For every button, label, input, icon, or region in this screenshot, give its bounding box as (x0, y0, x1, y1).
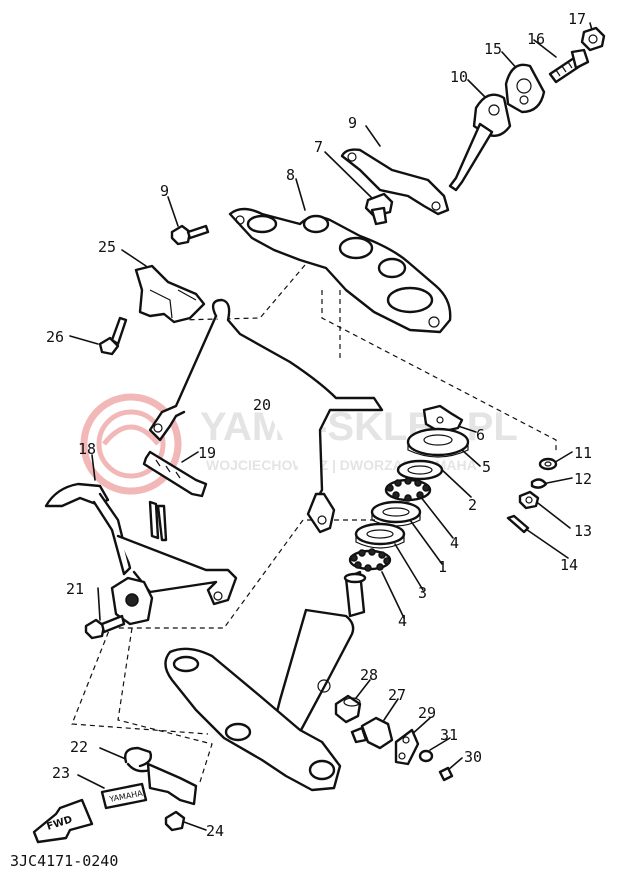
part-nut-14 (518, 490, 540, 510)
callout-15: 14 (560, 556, 578, 574)
part-badge-24: YAMAHA (100, 762, 198, 810)
callout-2: 2 (468, 496, 477, 514)
part-cap-29 (334, 694, 362, 724)
part-bolt-22 (84, 614, 126, 640)
callout-26: 25 (98, 238, 116, 256)
callout-10: 9 (348, 114, 357, 132)
part-clip-23 (124, 746, 153, 773)
callout-27: 26 (46, 328, 64, 346)
part-screw-31 (438, 766, 454, 782)
callout-17: 16 (527, 30, 545, 48)
watermark-logo (80, 393, 182, 495)
fwd-arrow: FWD (32, 798, 94, 844)
part-washer-32 (418, 749, 434, 763)
part-upper-bracket-8 (228, 207, 452, 334)
callout-11: 10 (450, 68, 468, 86)
part-bearing-4-upper (384, 477, 432, 502)
part-rod-21 (148, 298, 384, 534)
part-switch-28 (350, 716, 394, 750)
diagram-code: 3JC4171-0240 (10, 852, 118, 870)
callout-28: 27 (388, 686, 406, 704)
part-bolt-15 (506, 514, 530, 534)
part-bolt-27 (98, 316, 128, 356)
callout-20: 19 (198, 444, 216, 462)
part-clamp-cap-16 (504, 63, 546, 114)
callout-25: 24 (206, 822, 224, 840)
part-race-3 (354, 522, 406, 549)
part-bolt-17 (548, 48, 590, 84)
callout-13: 12 (574, 470, 592, 488)
callout-21: 20 (253, 396, 271, 414)
part-washer-5 (406, 427, 470, 458)
callout-19: 18 (78, 440, 96, 458)
callout-30: 29 (418, 704, 436, 722)
part-screw-25 (164, 810, 186, 832)
callout-24: 23 (52, 764, 70, 782)
callout-31: 30 (464, 748, 482, 766)
callout-14: 13 (574, 522, 592, 540)
callout-6: 6 (476, 426, 485, 444)
callout-18: 17 (568, 10, 586, 28)
part-race-2 (396, 459, 444, 481)
callout-32: 31 (440, 726, 458, 744)
part-race-1 (370, 500, 422, 527)
part-lockwasher-13 (530, 478, 548, 489)
callout-16: 15 (484, 40, 502, 58)
callout-7: 7 (314, 138, 323, 156)
part-nut-18 (580, 26, 606, 52)
part-bolt-7 (364, 192, 394, 226)
part-bolt-9 (170, 224, 210, 246)
callout-3: 3 (418, 584, 427, 602)
part-plate-10 (340, 148, 450, 216)
callout-numbers: 17 16 15 10 9 7 8 9 25 26 20 19 18 21 6 … (46, 10, 592, 840)
callout-1: 1 (438, 558, 447, 576)
part-washer-12 (538, 457, 558, 471)
part-plate-30 (394, 728, 420, 766)
part-steering-stem (164, 570, 367, 792)
callout-5: 5 (482, 458, 491, 476)
part-handlebar-holder-11 (448, 93, 512, 192)
callout-29: 28 (360, 666, 378, 684)
watermark-title: YAMA-SKLEP.PL (200, 405, 518, 449)
part-footrest-19 (44, 482, 238, 626)
callout-9: 9 (160, 182, 169, 200)
callout-23: 22 (70, 738, 88, 756)
callout-4b: 4 (398, 612, 407, 630)
part-plate-6 (422, 404, 464, 434)
part-strap-20 (142, 450, 208, 498)
part-bracket-26 (134, 264, 206, 324)
callout-4a: 4 (450, 534, 459, 552)
part-bearing-4-lower (348, 548, 392, 572)
callout-8: 8 (286, 166, 295, 184)
callout-22: 21 (66, 580, 84, 598)
callout-12: 11 (574, 444, 592, 462)
